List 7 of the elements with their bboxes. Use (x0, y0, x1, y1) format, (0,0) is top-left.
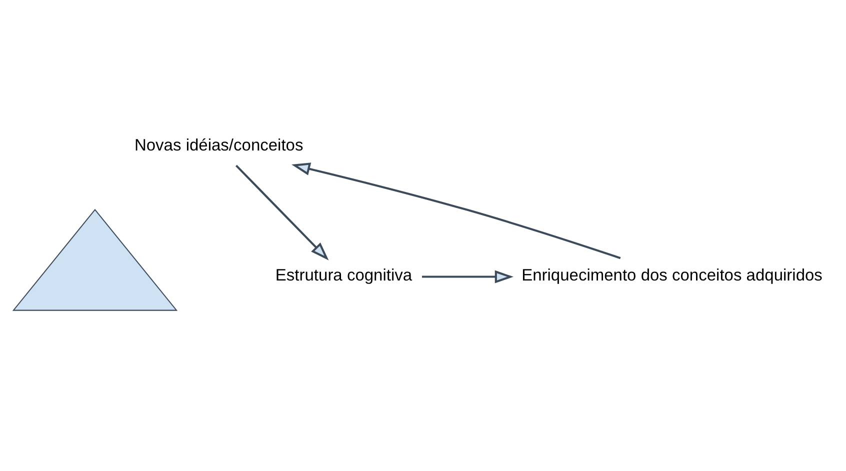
node-text: Estrutura cognitiva (274, 266, 412, 284)
node-text: Enriquecimento dos conceitos adquiridos (521, 266, 822, 284)
node-text: Novas idéias/conceitos (134, 136, 303, 154)
arrow (234, 164, 328, 260)
node-triangle (12, 208, 178, 310)
arrow (291, 162, 620, 259)
arrow (421, 270, 513, 283)
